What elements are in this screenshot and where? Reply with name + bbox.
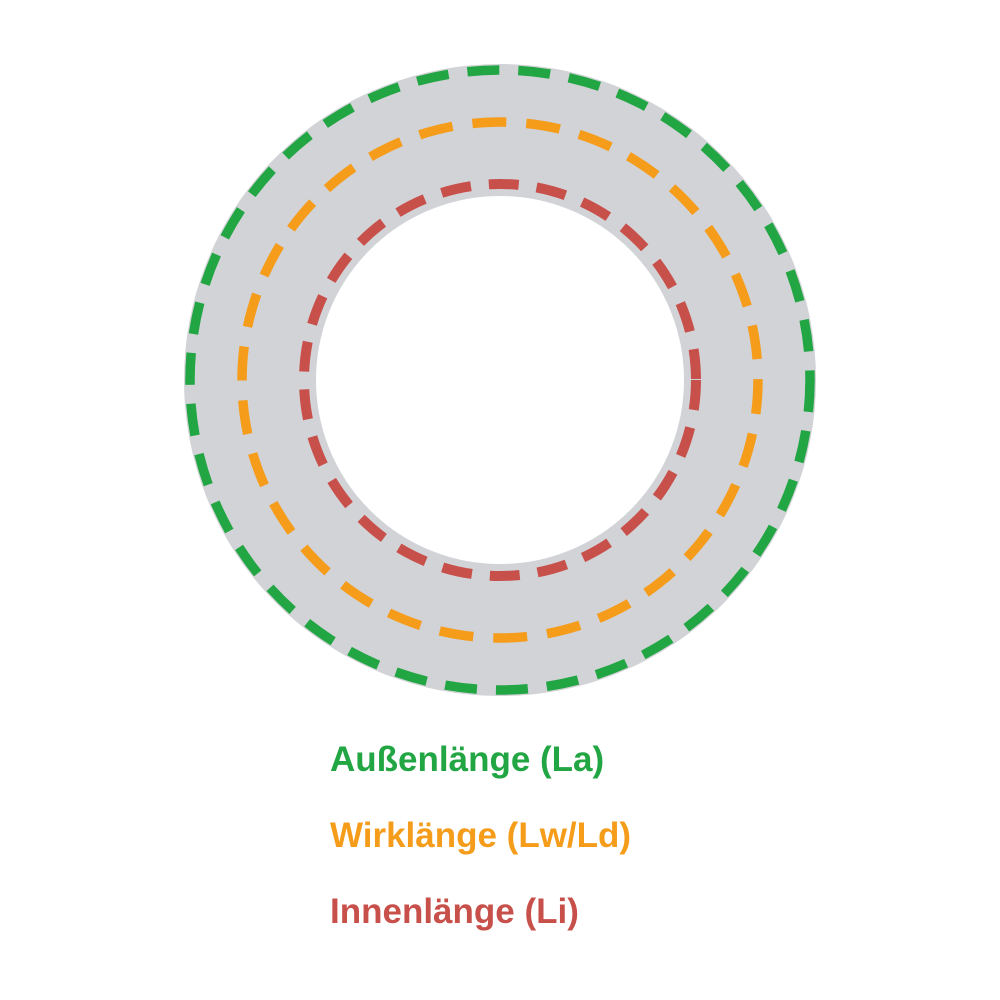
effective-length-circle <box>237 117 763 643</box>
legend: Außenlänge (La) Wirklänge (Lw/Ld) Innenl… <box>330 742 631 929</box>
legend-label-wirklaenge: Wirklänge (Lw/Ld) <box>330 816 632 855</box>
outer-length-circle <box>185 65 815 695</box>
belt-ring <box>184 64 816 696</box>
legend-label-aussenlaenge: Außenlänge (La) <box>330 740 605 779</box>
legend-label-innenlaenge: Innenlänge (Li) <box>330 892 579 931</box>
inner-length-circle <box>299 179 701 581</box>
